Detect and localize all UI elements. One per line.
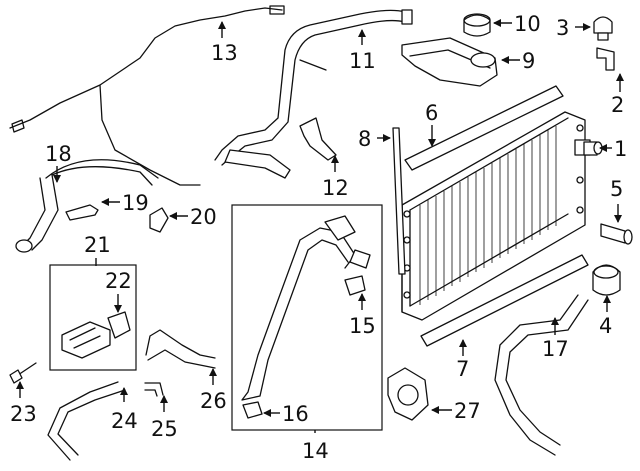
upper-radiator-hose	[214, 9, 406, 166]
coolant-reservoir	[401, 37, 498, 87]
valve-gasket	[107, 311, 131, 339]
callout-11: 11	[349, 29, 376, 73]
upper-seal-strip	[404, 85, 564, 171]
valve-assembly-box	[49, 264, 137, 371]
callout-number: 3	[556, 16, 569, 40]
callout-number: 1	[614, 137, 627, 161]
callout-number: 23	[10, 402, 37, 426]
callout-number: 26	[200, 389, 227, 413]
callout-number: 18	[45, 142, 72, 166]
pump-hose	[241, 227, 356, 401]
callout-7: 7	[456, 339, 469, 381]
callout-4: 4	[599, 295, 612, 338]
callout-13: 13	[211, 21, 238, 65]
heater-hose	[145, 329, 216, 369]
callout-27: 27	[431, 399, 481, 423]
callout-17: 17	[542, 317, 569, 361]
callout-number: 15	[349, 314, 376, 338]
callout-number: 7	[456, 357, 469, 381]
pump-hose-box	[231, 204, 383, 431]
callout-number: 27	[454, 399, 481, 423]
bolt	[9, 362, 37, 384]
callout-number: 9	[522, 49, 535, 73]
callout-24: 24	[111, 387, 138, 433]
temperature-sensor	[600, 223, 633, 245]
callout-number: 4	[599, 314, 612, 338]
callout-number: 2	[611, 93, 624, 117]
callout-6: 6	[425, 101, 438, 147]
callout-22: 22	[105, 269, 132, 313]
callout-number: 20	[190, 205, 217, 229]
callout-number: 6	[425, 101, 438, 125]
callout-number: 8	[358, 127, 371, 151]
callout-number: 11	[349, 49, 376, 73]
callout-number: 13	[211, 41, 238, 65]
callout-number: 12	[322, 176, 349, 200]
callout-23: 23	[10, 381, 37, 426]
callout-14: 14	[302, 430, 329, 463]
callout-1: 1	[599, 137, 627, 161]
callout-25: 25	[151, 395, 178, 441]
callout-number: 14	[302, 439, 329, 463]
thermostat-housing	[387, 367, 429, 421]
callout-5: 5	[610, 177, 623, 223]
callout-12: 12	[322, 155, 349, 200]
side-seal-strip	[392, 127, 406, 275]
callout-number: 19	[122, 191, 149, 215]
hose-clip	[149, 207, 169, 233]
callout-20: 20	[169, 205, 217, 229]
lower-mount-insulator	[592, 264, 621, 296]
callout-15: 15	[349, 293, 376, 338]
lower-return-hose	[494, 294, 589, 456]
callout-21: 21	[84, 233, 111, 266]
callout-9: 9	[501, 49, 535, 73]
callout-3: 3	[556, 16, 591, 40]
callout-number: 16	[282, 402, 309, 426]
vent-tube	[9, 7, 283, 186]
hose-clip-bracket	[65, 204, 99, 221]
lower-hose	[19, 159, 159, 251]
callout-8: 8	[358, 127, 391, 151]
hose-bracket	[299, 117, 337, 161]
upper-mount-insulator	[593, 16, 613, 41]
hose-clamp	[344, 275, 366, 296]
callout-2: 2	[611, 73, 624, 117]
callout-number: 21	[84, 233, 111, 257]
callout-number: 22	[105, 269, 132, 293]
callout-number: 24	[111, 409, 138, 433]
callout-26: 26	[200, 368, 227, 413]
radiator-fins	[419, 126, 557, 305]
callout-10: 10	[493, 12, 541, 36]
coolant-valve	[61, 321, 111, 359]
hose-elbow	[144, 382, 164, 397]
reservoir-cap	[463, 13, 491, 37]
callout-18: 18	[45, 142, 72, 183]
callout-number: 25	[151, 417, 178, 441]
bypass-hose	[47, 381, 126, 461]
radiator	[401, 111, 591, 321]
hose-clamp-small	[242, 401, 263, 419]
callout-16: 16	[263, 402, 309, 426]
lower-seal-strip	[420, 254, 589, 347]
upper-bracket	[596, 47, 615, 71]
callout-number: 17	[542, 337, 569, 361]
drain-plug	[583, 141, 603, 156]
callout-19: 19	[101, 191, 149, 215]
callout-number: 5	[610, 177, 623, 201]
callout-number: 10	[514, 12, 541, 36]
